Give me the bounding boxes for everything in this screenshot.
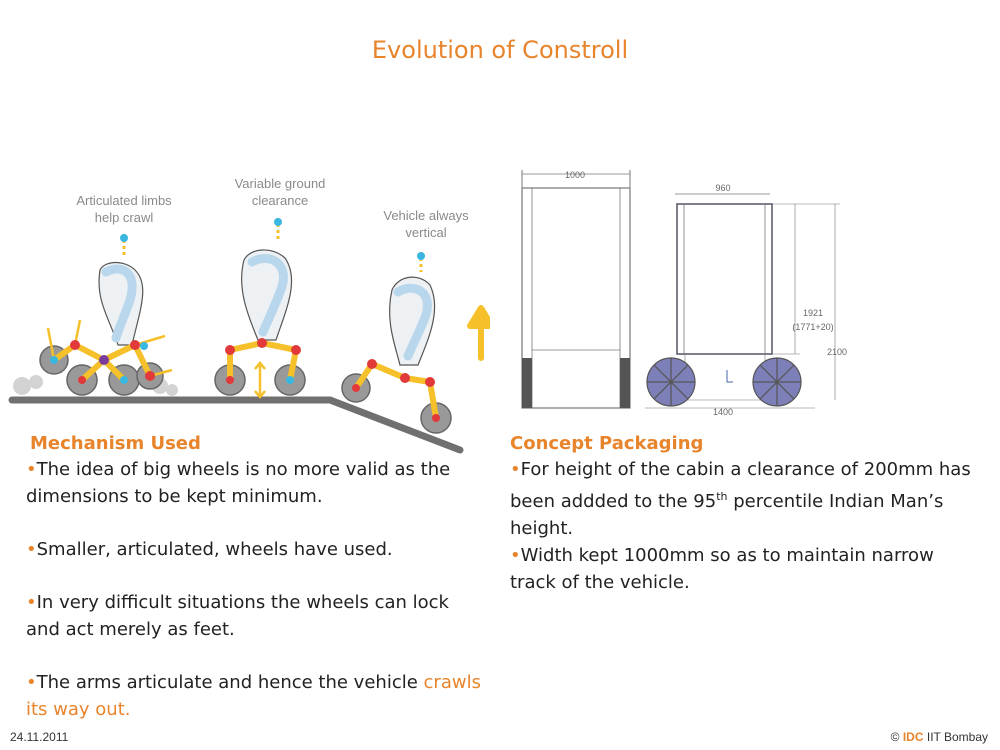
mechanism-bullets: •The idea of big wheels is no more valid…	[26, 456, 486, 749]
bullet-item: •The arms articulate and hence the vehic…	[26, 672, 481, 720]
annotation-crawl: Articulated limbs help crawl	[76, 193, 172, 225]
copyright-icon: ©	[890, 730, 900, 744]
wheel-left	[646, 357, 696, 407]
vehicle-clearance	[214, 218, 306, 399]
bullet-icon: •	[26, 539, 37, 560]
bullet-icon: •	[510, 545, 521, 566]
idc-logo: IDC	[902, 730, 924, 744]
bullet-item: •In very difficult situations the wheels…	[26, 592, 449, 640]
page-title: Evolution of Constroll	[371, 36, 629, 64]
dim-cabin-height: 1921	[803, 308, 823, 318]
bullet-item: •Width kept 1000mm so as to maintain nar…	[510, 545, 934, 593]
vehicle-crawl	[39, 234, 173, 396]
wheel-right	[752, 357, 802, 407]
side-view	[645, 193, 840, 409]
dim-wheel-track: 1400	[713, 407, 733, 417]
dim-total-height: 2100	[827, 347, 847, 357]
front-view	[521, 170, 631, 409]
highlight-text: crawls its way out.	[26, 672, 481, 720]
bullet-item: •The idea of big wheels is no more valid…	[26, 459, 451, 507]
technical-drawing: 1000 960 1921 (1771+20) 2100 1400	[521, 170, 847, 417]
bullet-icon: •	[510, 459, 521, 480]
footer-date: 24.11.2011	[10, 730, 69, 744]
packaging-bullets: •For height of the cabin a clearance of …	[510, 456, 980, 596]
bullet-icon: •	[26, 672, 37, 693]
institute-name: IIT Bombay	[926, 730, 988, 744]
bullet-icon: •	[26, 459, 37, 480]
joint	[352, 359, 440, 422]
ground-line	[8, 396, 464, 454]
annotation-clearance: Variable ground clearance	[234, 176, 326, 208]
footer-brand: © IDC IIT Bombay	[891, 730, 988, 744]
up-arrow-icon	[467, 305, 490, 361]
mechanism-heading: Mechanism Used	[30, 433, 201, 454]
dim-top-width: 960	[715, 183, 730, 193]
joint	[225, 338, 301, 384]
bullet-item: •For height of the cabin a clearance of …	[510, 459, 971, 539]
bullet-item: •Smaller, articulated, wheels have used.	[26, 539, 393, 560]
dim-front-width: 1000	[565, 170, 585, 180]
dim-cabin-height-detail: (1771+20)	[792, 322, 833, 332]
concept-illustration	[8, 218, 490, 454]
bullet-icon: •	[26, 592, 37, 613]
annotation-vertical: Vehicle always vertical	[383, 208, 469, 240]
packaging-heading: Concept Packaging	[510, 433, 704, 454]
joint	[70, 340, 155, 384]
vehicle-vertical	[341, 252, 452, 434]
